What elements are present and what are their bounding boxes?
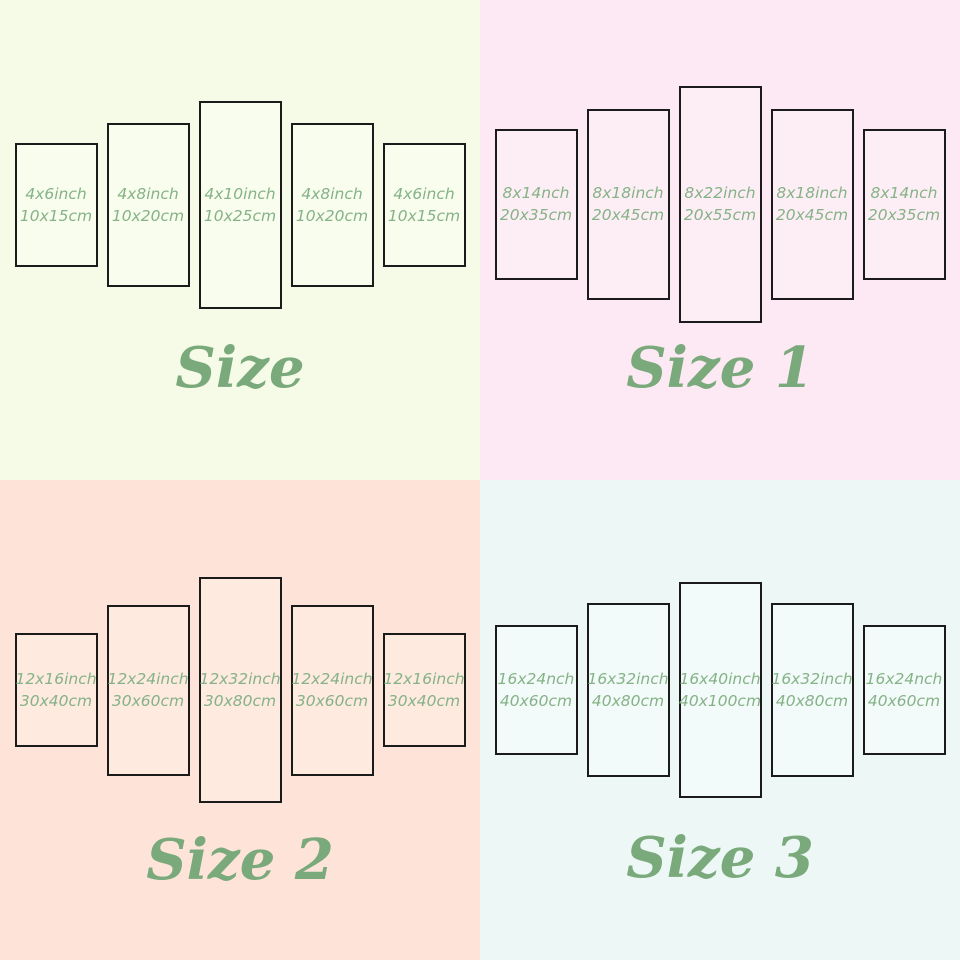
panel-size-label: 4x6inch 10x15cm bbox=[388, 183, 460, 228]
panel-row: 12x16inch 30x40cm 12x24inch 30x60cm 12x3… bbox=[0, 480, 480, 900]
panel-size-label: 4x8inch 10x20cm bbox=[112, 183, 184, 228]
quadrant-size-3: 16x24nch 40x60cm 16x32inch 40x80cm 16x40… bbox=[480, 480, 960, 960]
canvas-panel: 12x32inch 30x80cm bbox=[198, 577, 282, 803]
canvas-panel: 16x32inch 40x80cm bbox=[770, 603, 854, 777]
canvas-panel: 4x8inch 10x20cm bbox=[290, 123, 374, 287]
canvas-panel: 8x18inch 20x45cm bbox=[586, 108, 670, 300]
canvas-panel: 8x14nch 20x35cm bbox=[862, 128, 946, 280]
canvas-panel: 16x32inch 40x80cm bbox=[586, 603, 670, 777]
panel-size-label: 12x32inch 30x80cm bbox=[199, 668, 280, 713]
panel-size-label: 8x18inch 20x45cm bbox=[776, 182, 848, 227]
canvas-panel: 12x24inch 30x60cm bbox=[290, 604, 374, 776]
panel-size-label: 16x24nch 40x60cm bbox=[866, 668, 943, 713]
panel-cm-text: 20x55cm bbox=[683, 206, 757, 224]
panel-cm-text: 30x40cm bbox=[19, 692, 93, 710]
panel-cm-text: 30x80cm bbox=[203, 692, 277, 710]
panel-inch-text: 8x14nch bbox=[502, 183, 570, 202]
panel-inch-text: 4x10inch bbox=[204, 184, 276, 203]
panel-inch-text: 16x32inch bbox=[771, 669, 853, 688]
panel-size-label: 12x16inch 30x40cm bbox=[383, 668, 464, 713]
canvas-panel: 4x6inch 10x15cm bbox=[382, 143, 466, 267]
panel-cm-text: 20x45cm bbox=[775, 206, 849, 224]
panel-inch-text: 8x18inch bbox=[776, 183, 848, 202]
panel-cm-text: 10x20cm bbox=[295, 207, 369, 225]
quadrant-title: Size bbox=[175, 335, 305, 401]
panel-cm-text: 40x60cm bbox=[499, 692, 573, 710]
quadrant-size-1: 8x14nch 20x35cm 8x18inch 20x45cm 8x22inc… bbox=[480, 0, 960, 480]
quadrant-title: Size 2 bbox=[146, 827, 334, 893]
canvas-panel: 12x16inch 30x40cm bbox=[14, 633, 98, 747]
panel-cm-text: 10x20cm bbox=[111, 207, 185, 225]
quadrant-size-2: 12x16inch 30x40cm 12x24inch 30x60cm 12x3… bbox=[0, 480, 480, 960]
panel-size-label: 12x16inch 30x40cm bbox=[15, 668, 96, 713]
panel-inch-text: 12x16inch bbox=[383, 669, 465, 688]
panel-row: 4x6inch 10x15cm 4x8inch 10x20cm 4x10inch… bbox=[0, 0, 480, 410]
panel-inch-text: 4x6inch bbox=[25, 184, 87, 203]
panel-size-label: 12x24inch 30x60cm bbox=[291, 668, 372, 713]
panel-inch-text: 4x6inch bbox=[393, 184, 455, 203]
panel-cm-text: 10x15cm bbox=[387, 207, 461, 225]
panel-size-label: 8x18inch 20x45cm bbox=[592, 182, 664, 227]
canvas-panel: 4x6inch 10x15cm bbox=[14, 143, 98, 267]
canvas-panel: 8x18inch 20x45cm bbox=[770, 108, 854, 300]
panel-size-label: 8x22inch 20x55cm bbox=[684, 182, 756, 227]
panel-inch-text: 4x8inch bbox=[301, 184, 363, 203]
panel-inch-text: 12x16inch bbox=[15, 669, 97, 688]
panel-cm-text: 40x80cm bbox=[591, 692, 665, 710]
panel-row: 8x14nch 20x35cm 8x18inch 20x45cm 8x22inc… bbox=[480, 0, 960, 408]
panel-cm-text: 30x40cm bbox=[387, 692, 461, 710]
panel-size-label: 12x24inch 30x60cm bbox=[107, 668, 188, 713]
panel-size-label: 4x8inch 10x20cm bbox=[296, 183, 368, 228]
panel-size-label: 8x14nch 20x35cm bbox=[500, 182, 572, 227]
panel-cm-text: 10x25cm bbox=[203, 207, 277, 225]
panel-cm-text: 20x35cm bbox=[499, 206, 573, 224]
panel-inch-text: 16x40inch bbox=[679, 669, 761, 688]
canvas-panel: 12x24inch 30x60cm bbox=[106, 604, 190, 776]
panel-size-label: 16x32inch 40x80cm bbox=[771, 668, 852, 713]
panel-inch-text: 16x32inch bbox=[587, 669, 669, 688]
quadrant-size: 4x6inch 10x15cm 4x8inch 10x20cm 4x10inch… bbox=[0, 0, 480, 480]
canvas-panel: 16x40inch 40x100cm bbox=[678, 582, 762, 798]
quadrant-title: Size 3 bbox=[626, 825, 814, 891]
panel-cm-text: 20x35cm bbox=[867, 206, 941, 224]
panel-inch-text: 12x32inch bbox=[199, 669, 281, 688]
canvas-panel: 4x8inch 10x20cm bbox=[106, 123, 190, 287]
canvas-panel: 8x22inch 20x55cm bbox=[678, 85, 762, 323]
panel-size-label: 16x24nch 40x60cm bbox=[498, 668, 575, 713]
panel-cm-text: 10x15cm bbox=[19, 207, 93, 225]
panel-cm-text: 40x80cm bbox=[775, 692, 849, 710]
panel-cm-text: 40x100cm bbox=[678, 692, 762, 710]
panel-inch-text: 4x8inch bbox=[117, 184, 179, 203]
canvas-panel: 12x16inch 30x40cm bbox=[382, 633, 466, 747]
panel-size-label: 4x6inch 10x15cm bbox=[20, 183, 92, 228]
panel-size-label: 16x40inch 40x100cm bbox=[679, 668, 761, 713]
panel-inch-text: 16x24nch bbox=[865, 669, 943, 688]
panel-cm-text: 30x60cm bbox=[111, 692, 185, 710]
panel-size-label: 16x32inch 40x80cm bbox=[587, 668, 668, 713]
canvas-panel: 8x14nch 20x35cm bbox=[494, 128, 578, 280]
panel-cm-text: 20x45cm bbox=[591, 206, 665, 224]
panel-inch-text: 8x18inch bbox=[592, 183, 664, 202]
panel-row: 16x24nch 40x60cm 16x32inch 40x80cm 16x40… bbox=[480, 480, 960, 900]
panel-inch-text: 12x24inch bbox=[291, 669, 373, 688]
canvas-panel: 4x10inch 10x25cm bbox=[198, 101, 282, 309]
panel-cm-text: 30x60cm bbox=[295, 692, 369, 710]
panel-inch-text: 8x14nch bbox=[870, 183, 938, 202]
panel-inch-text: 16x24nch bbox=[497, 669, 575, 688]
panel-inch-text: 12x24inch bbox=[107, 669, 189, 688]
panel-cm-text: 40x60cm bbox=[867, 692, 941, 710]
quadrant-title: Size 1 bbox=[626, 335, 814, 401]
panel-inch-text: 8x22inch bbox=[684, 183, 756, 202]
panel-size-label: 4x10inch 10x25cm bbox=[204, 183, 276, 228]
panel-size-label: 8x14nch 20x35cm bbox=[868, 182, 940, 227]
canvas-panel: 16x24nch 40x60cm bbox=[862, 625, 946, 755]
canvas-panel: 16x24nch 40x60cm bbox=[494, 625, 578, 755]
